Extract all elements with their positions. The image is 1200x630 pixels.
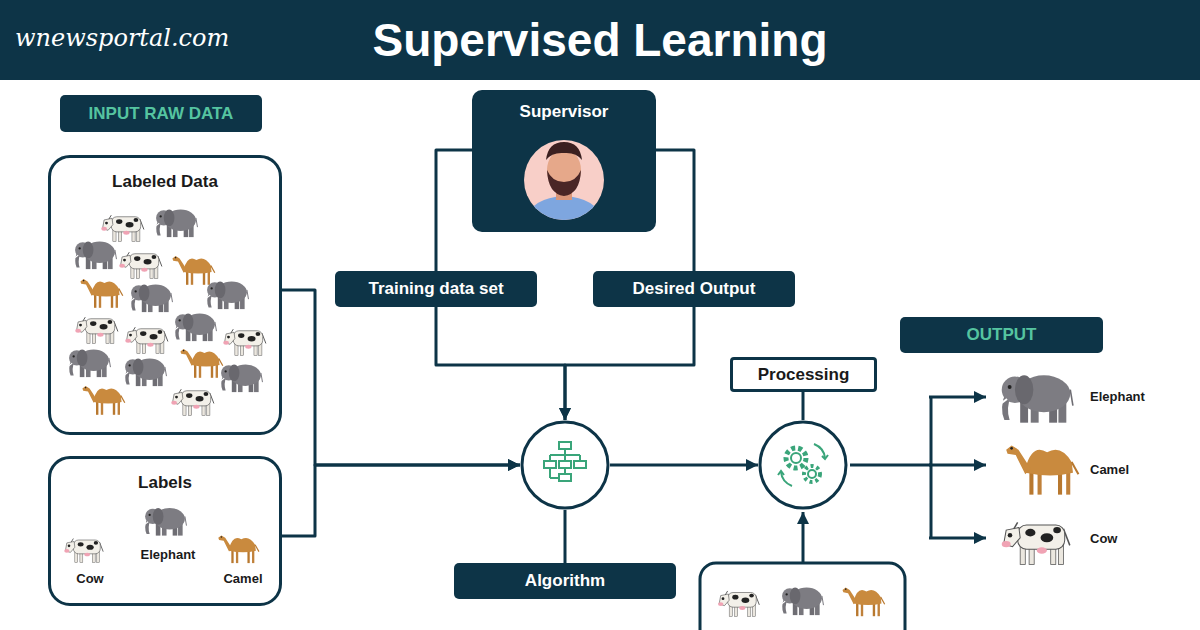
node-text: Training data set: [368, 279, 503, 299]
node-text: OUTPUT: [967, 325, 1037, 345]
connector: [610, 464, 758, 467]
output-fork: [850, 396, 986, 538]
connector: [436, 150, 472, 271]
node-text: Elephant: [141, 547, 196, 562]
algorithm-stem: [564, 510, 567, 563]
supervisor-box: Supervisor: [472, 90, 656, 232]
output-label: Cow: [1090, 531, 1117, 546]
processing-circle-shape: [758, 420, 848, 510]
node-text: Camel: [223, 571, 262, 586]
node-text: Labels: [51, 473, 279, 493]
labeled-animals: [69, 210, 266, 416]
node-text: Labeled Data: [51, 172, 279, 192]
section-pill: INPUT RAW DATA: [60, 95, 262, 132]
label-animals: [64, 508, 259, 563]
connector: [282, 290, 520, 465]
section-pill: OUTPUT: [900, 317, 1103, 353]
node-text: Supervisor: [472, 102, 656, 122]
processing-stem: [802, 392, 805, 420]
connector: [656, 150, 694, 271]
watermark: wnewsportal.com: [15, 24, 229, 52]
node-text: Desired Output: [633, 279, 756, 299]
node-text: Algorithm: [454, 563, 676, 599]
algorithm-circle-shape: [520, 420, 610, 510]
processing-circle: Processing: [758, 420, 848, 510]
node-text: INPUT RAW DATA: [89, 104, 234, 124]
connector: [565, 307, 694, 420]
connector: [282, 465, 520, 536]
data-panel: LabelsElephantCow Camel: [48, 456, 282, 606]
new-data-box: [700, 563, 905, 630]
output-label: Camel: [1090, 462, 1129, 477]
algorithm-circle: Algorithm: [520, 420, 610, 510]
output-label: Elephant: [1090, 389, 1145, 404]
header-bar: [0, 0, 1200, 80]
node-text: Processing: [730, 357, 877, 392]
process-pill: Desired Output: [593, 271, 795, 307]
connector: [436, 307, 565, 420]
process-pill: Training data set: [335, 271, 537, 307]
output-animals: [1002, 375, 1079, 564]
new-data-arrow: [802, 512, 805, 563]
node-text: Cow: [76, 571, 103, 586]
data-panel: Labeled Data: [48, 155, 282, 435]
